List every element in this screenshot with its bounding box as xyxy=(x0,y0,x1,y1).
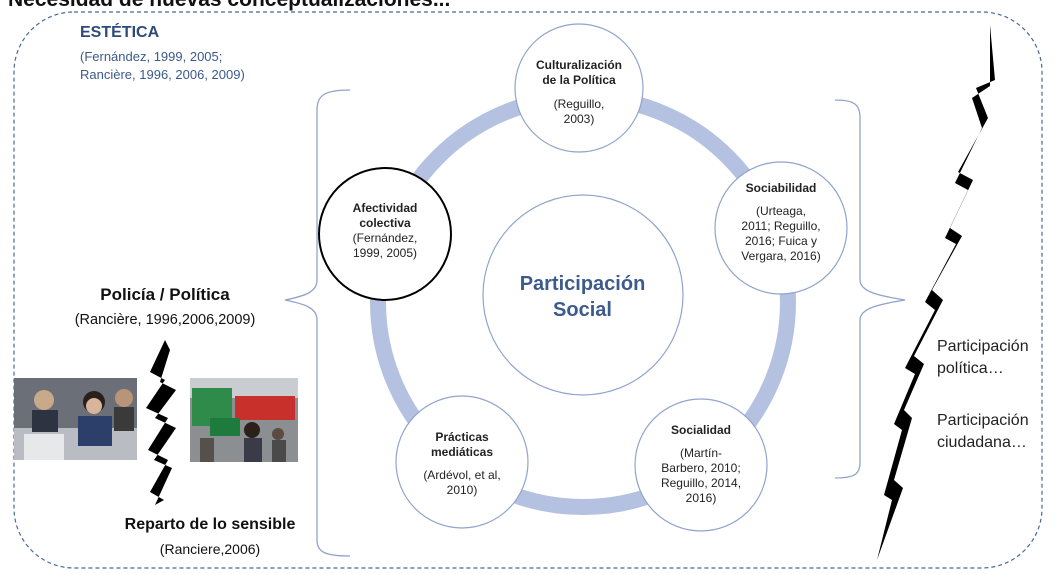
practicas-title-1: Prácticas xyxy=(435,430,489,444)
participacion-politica: Participación política… xyxy=(937,336,1029,380)
node-culturalizacion xyxy=(514,23,644,153)
policia-reference: (Rancière, 1996,2006,2009) xyxy=(74,312,256,328)
node-socialidad xyxy=(634,398,768,532)
culturalizacion-title-1: Culturalización xyxy=(535,58,622,72)
participacion-politica-line2: política… xyxy=(937,360,1004,377)
practicas-ref-2: 2010) xyxy=(446,483,478,497)
reparto-title: Reparto de lo sensible xyxy=(124,516,296,533)
socialidad-ref-1: (Martín- xyxy=(680,446,722,460)
afectividad-ref-1: (Fernández, xyxy=(352,231,418,245)
practicas-title-2: mediáticas xyxy=(430,445,494,459)
protest-photo xyxy=(190,378,298,462)
node-practicas xyxy=(395,395,529,529)
sociabilidad-ref-4: Vergara, 2016) xyxy=(741,249,821,263)
participacion-ciudadana: Participación ciudadana… xyxy=(937,410,1029,454)
socialidad-ref-3: Reguillo, 2014, xyxy=(660,476,742,490)
center-label: Participación Social xyxy=(485,271,680,323)
practicas-ref-1: (Ardévol, et al, xyxy=(423,468,501,482)
dashed-frame xyxy=(13,11,1043,569)
participacion-ciudadana-line2: ciudadana… xyxy=(937,434,1027,451)
center-label-line2: Social xyxy=(553,299,612,321)
node-afectividad xyxy=(318,167,452,301)
sociabilidad-ref-2: 2011; Reguillo, xyxy=(741,219,821,233)
sociabilidad-title: Sociabilidad xyxy=(745,181,817,195)
policia-title: Policía / Política xyxy=(100,285,230,304)
node-sociabilidad xyxy=(714,161,848,295)
left-brace xyxy=(284,89,351,557)
culturalizacion-title-2: de la Política xyxy=(542,73,616,87)
practicas-text: Prácticas mediáticas (Ardévol, et al, 20… xyxy=(402,430,522,498)
page-title: Necesidad de nuevas conceptualizaciones.… xyxy=(8,0,450,12)
estetica-title: ESTÉTICA xyxy=(80,24,160,41)
voting-photo xyxy=(14,378,137,460)
socialidad-ref-2: Barbero, 2010; xyxy=(661,461,741,475)
reparto-reference: (Ranciere,2006) xyxy=(159,541,261,557)
sociabilidad-ref-1: (Urteaga, xyxy=(755,204,807,218)
sociabilidad-ref-3: 2016; Fuica y xyxy=(744,234,818,248)
afectividad-title-2: colectiva xyxy=(359,216,411,230)
participacion-ciudadana-line1: Participación xyxy=(937,412,1029,429)
afectividad-ref-2: 1999, 2005) xyxy=(352,246,418,260)
socialidad-ref-4: 2016) xyxy=(685,491,717,505)
participacion-politica-line1: Participación xyxy=(937,338,1029,355)
sociabilidad-text: Sociabilidad (Urteaga, 2011; Reguillo, 2… xyxy=(721,181,841,264)
afectividad-text: Afectividad colectiva (Fernández, 1999, … xyxy=(325,201,445,261)
socialidad-text: Socialidad (Martín- Barbero, 2010; Regui… xyxy=(641,423,761,506)
center-circle xyxy=(482,194,684,396)
right-brace xyxy=(834,99,906,479)
culturalizacion-text: Culturalización de la Política (Reguillo… xyxy=(519,58,639,127)
right-crack-icon xyxy=(877,25,995,560)
center-label-line1: Participación xyxy=(519,273,646,295)
left-crack-icon xyxy=(146,340,176,505)
estetica-reference: (Fernández, 1999, 2005; Rancière, 1996, … xyxy=(80,49,245,82)
socialidad-title: Socialidad xyxy=(670,423,732,437)
culturalizacion-ref-1: (Reguillo, xyxy=(553,97,605,111)
afectividad-title-1: Afectividad xyxy=(352,201,418,215)
culturalizacion-ref-2: 2003) xyxy=(563,112,595,126)
